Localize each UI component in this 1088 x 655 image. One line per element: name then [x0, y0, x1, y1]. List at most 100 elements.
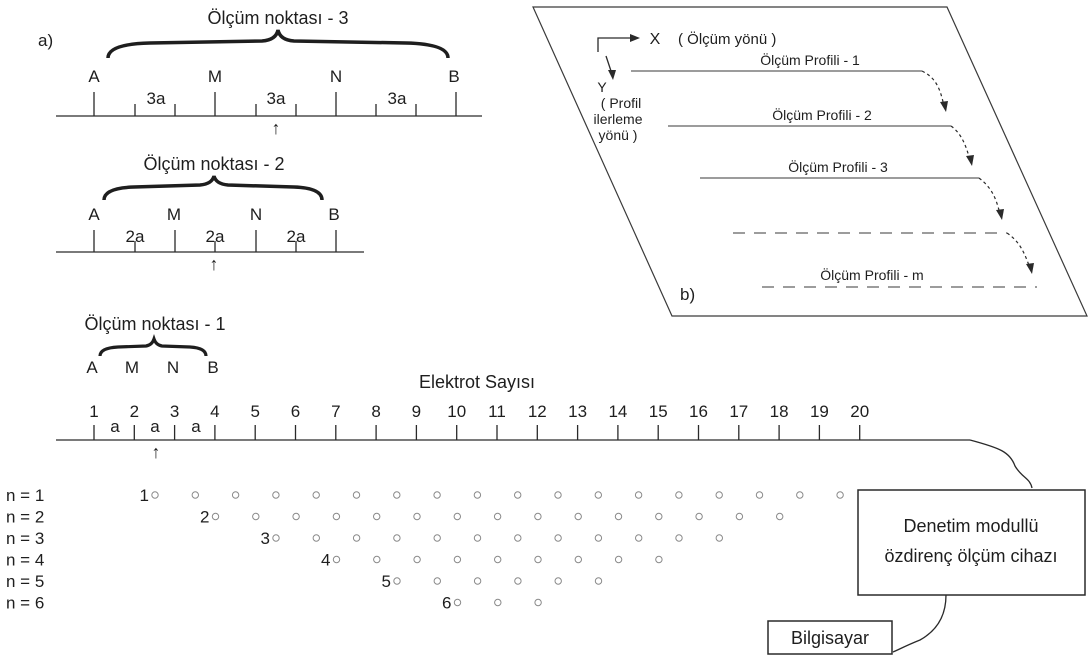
measurement-point: [393, 577, 401, 585]
measurement-point: [514, 491, 522, 499]
measurement-point: [453, 512, 461, 521]
depth-level-number: 6: [442, 594, 451, 613]
measurement-point: [473, 491, 482, 499]
x-axis-line: [597, 37, 632, 52]
config-2-ticks: [93, 230, 337, 252]
electrode-number: 18: [770, 402, 789, 421]
config-2-brace: [102, 175, 324, 201]
config-3-arrow-icon: ↑: [272, 118, 281, 138]
electrode-number: 6: [291, 402, 300, 421]
x-axis-arrowhead: [630, 34, 640, 42]
electrode-number: 4: [210, 402, 219, 421]
config-3-brace: [106, 29, 450, 59]
electrode-number: 16: [689, 402, 708, 421]
controller-box: [857, 489, 1086, 596]
config-1-title: Ölçüm noktası - 1: [84, 314, 225, 334]
measurement-point: [373, 512, 381, 521]
computer-label: Bilgisayar: [791, 628, 869, 648]
measurement-point: [836, 491, 844, 499]
config-2-spacing-3: 2a: [287, 227, 306, 246]
measurement-point: [272, 491, 280, 499]
measurement-point: [534, 598, 542, 607]
measurement-point: [433, 491, 441, 499]
measurement-point: [554, 491, 562, 499]
profile-progression-arrows: [921, 70, 1031, 269]
measurement-point: [614, 555, 623, 564]
depth-level-label: n = 4: [6, 551, 44, 570]
config-2-electrode-m: M: [167, 205, 181, 224]
measurement-point: [594, 577, 603, 585]
measurement-point: [191, 491, 200, 499]
measurement-point: [715, 491, 723, 499]
measurement-point: [453, 598, 462, 607]
y-axis-note-line-3: yönü ): [599, 127, 638, 143]
config-2-title: Ölçüm noktası - 2: [143, 154, 284, 174]
electrode-number: 11: [488, 402, 506, 421]
electrode-number: 8: [371, 402, 380, 421]
measurement-point: [735, 512, 744, 521]
config-2-electrode-a: A: [88, 205, 100, 224]
depth-level-label: n = 2: [6, 508, 44, 527]
measurement-point: [292, 512, 300, 521]
measurement-point: [554, 577, 562, 585]
y-axis-label: Y: [597, 79, 607, 95]
y-axis-arrowhead: [608, 70, 616, 80]
measurement-point: [534, 555, 542, 564]
measurement-point: [352, 491, 361, 499]
computer-box: [767, 620, 893, 655]
config-2-spacing-1: 2a: [126, 227, 145, 246]
measurement-point: [373, 555, 381, 564]
electrode-number: 20: [850, 402, 869, 421]
measurement-point: [494, 598, 502, 607]
measurement-point: [433, 577, 441, 585]
measurement-point: [514, 534, 522, 542]
measurement-point: [514, 577, 522, 585]
depth-level-number: 1: [140, 486, 149, 505]
measurement-point: [695, 512, 703, 521]
electrode-number: 15: [649, 402, 668, 421]
measurement-point: [332, 512, 341, 521]
cable-to-controller: [969, 439, 1033, 489]
measurement-point: [755, 491, 764, 499]
panel-b: b) X ( Ölçüm yönü ) Y ( Profil ilerleme …: [532, 6, 1088, 317]
measurement-point: [151, 491, 159, 499]
measurement-point: [272, 534, 280, 542]
electrode-number: 3: [170, 402, 179, 421]
measurement-point: [796, 491, 804, 499]
panel-a-label: a): [38, 31, 53, 50]
electrode-line-arrow-icon: ↑: [152, 442, 161, 462]
depth-level-number: 3: [261, 529, 270, 548]
profile-1-label: Ölçüm Profili - 1: [760, 51, 860, 68]
electrode-ticks: [93, 425, 861, 440]
controller-device: Denetim modullü özdirenç ölçüm cihazı: [857, 489, 1086, 596]
config-3-electrode-b: B: [448, 67, 459, 86]
computer-device: Bilgisayar: [767, 620, 893, 655]
measurement-point: [312, 491, 320, 499]
panel-b-frame: [532, 6, 1088, 317]
panel-b-label: b): [680, 285, 695, 304]
depth-level-label: n = 1: [6, 486, 44, 505]
y-axis-note-line-2: ilerleme: [593, 111, 642, 127]
measurement-point: [635, 534, 643, 542]
measurement-point: [453, 555, 462, 564]
measurement-point: [252, 512, 260, 521]
config-3-spacing-1: 3a: [147, 89, 166, 108]
config-3-spacing-2: 3a: [267, 89, 286, 108]
measurement-point: [594, 491, 602, 499]
electrode-number: 5: [250, 402, 259, 421]
measurement-point: [231, 491, 240, 499]
profile-progression-arrowheads: [940, 101, 1034, 274]
electrode-count-title: Elektrot Sayısı: [419, 372, 535, 392]
config-3-electrode-a: A: [88, 67, 100, 86]
config-1-brace: [98, 333, 208, 357]
electrode-spacing-2: a: [150, 417, 160, 436]
depth-level-label: n = 3: [6, 529, 44, 548]
electrode-number: 14: [608, 402, 627, 421]
profile-3-label: Ölçüm Profili - 3: [788, 158, 888, 175]
config-2-arrow-icon: ↑: [210, 254, 219, 274]
depth-level-number: 2: [200, 508, 209, 527]
config-2: Ölçüm noktası - 2 A M N B 2a 2a 2a ↑: [56, 154, 364, 274]
measurement-point: [493, 512, 502, 521]
measurement-point: [614, 512, 623, 521]
